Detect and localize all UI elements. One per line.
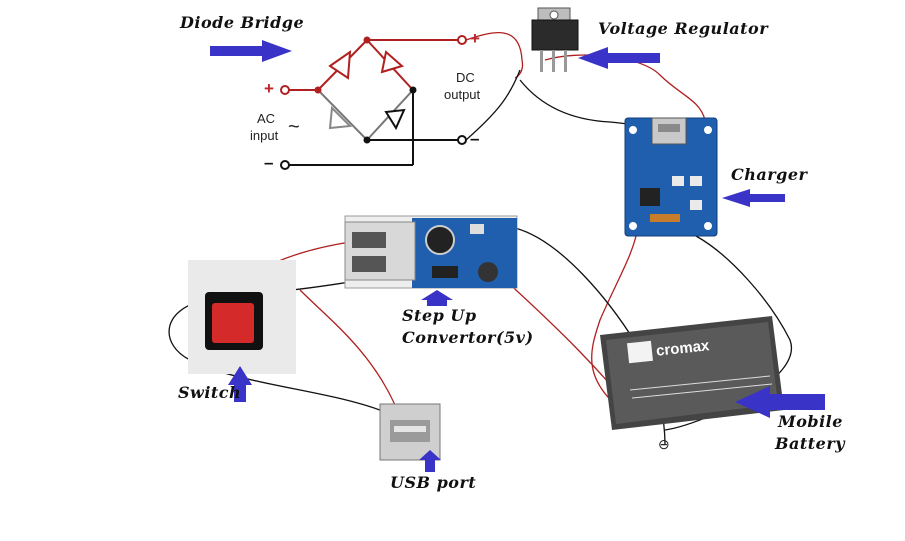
- usb-port: [379, 403, 441, 461]
- arrow-step-up: [421, 290, 453, 306]
- diode-bridge-circuit: [280, 35, 467, 170]
- ac-input-line2: input: [250, 128, 279, 143]
- plus-right: +: [470, 29, 480, 48]
- dc-output-line2: output: [444, 87, 481, 102]
- ac-tilde: ~: [288, 116, 300, 138]
- label-diode-bridge: Diode Bridge: [180, 13, 305, 32]
- label-mobile-line1: Mobile: [778, 412, 843, 431]
- arrow-diode-bridge: [210, 40, 292, 62]
- minus-left: –: [264, 153, 274, 172]
- mobile-battery: [600, 316, 784, 430]
- label-step-up-line1: Step Up: [402, 306, 477, 325]
- label-voltage-regulator: Voltage Regulator: [598, 19, 769, 38]
- arrow-switch: [228, 366, 252, 402]
- battery-minus: ⊖: [658, 436, 670, 452]
- label-step-up-line2: Convertor(5v): [402, 328, 534, 347]
- arrow-voltage-regulator: [578, 47, 660, 69]
- arrow-usb-port: [419, 450, 441, 472]
- label-mobile-line2: Battery: [775, 434, 846, 453]
- arrow-mobile-battery: [735, 386, 825, 418]
- label-switch: Switch: [178, 383, 242, 402]
- pointer-arrows: [210, 40, 825, 472]
- label-usb-port: USB port: [390, 473, 477, 492]
- arrow-charger: [722, 189, 785, 207]
- voltage-regulator: [531, 7, 579, 72]
- dc-output-line1: DC: [456, 70, 475, 85]
- ac-input-line1: AC: [257, 111, 276, 126]
- plus-left: +: [264, 79, 274, 98]
- label-charger: Charger: [731, 165, 808, 184]
- charger-board: [624, 117, 718, 237]
- rocker-switch: [188, 260, 296, 374]
- minus-right: –: [470, 129, 480, 148]
- step-up-convertor: [344, 215, 518, 289]
